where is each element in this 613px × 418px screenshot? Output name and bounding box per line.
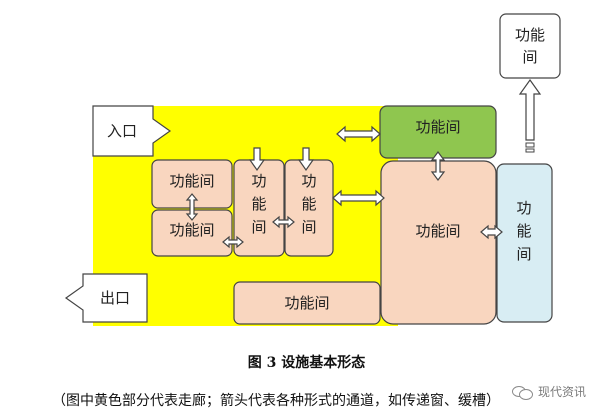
arrow-blue-to-top-dash-2 [525, 148, 535, 153]
arrow-left-upper-to-lower [185, 193, 199, 221]
room-bottom-label: 功能间 [284, 294, 329, 312]
room-vertical-2-label-3: 间 [301, 218, 316, 236]
room-blue-label-2: 能 [516, 222, 531, 240]
room-left-upper-label: 功能间 [169, 172, 214, 190]
room-large [380, 160, 497, 325]
room-vertical-2-label: 功 [301, 172, 316, 190]
room-vertical-1-label-2: 能 [251, 195, 266, 213]
room-blue-label: 功 [516, 199, 531, 217]
room-bottom [233, 281, 381, 325]
room-top-right-label-2: 间 [522, 48, 537, 66]
figure-caption: 图 3 设施基本形态 [247, 355, 366, 371]
room-vertical-1-label-3: 间 [251, 218, 266, 236]
arrow-into-vertical-2 [297, 147, 315, 172]
entrance-label: 入口 [107, 122, 137, 140]
watermark: 现代资讯 [512, 383, 586, 400]
room-large-label: 功能间 [415, 222, 460, 240]
room-green-label: 功能间 [415, 118, 460, 136]
arrow-left-lower-to-vertical-1 [222, 235, 244, 249]
arrow-green-to-large [430, 151, 446, 181]
arrow-corridor-to-green [336, 125, 381, 143]
room-blue-label-3: 间 [516, 245, 531, 263]
watermark-text: 现代资讯 [538, 385, 587, 399]
arrow-corridor-to-large [332, 189, 385, 207]
arrow-vertical-1-to-vertical-2 [272, 215, 295, 229]
arrow-blue-to-top [518, 78, 542, 141]
figure-note: （图中黄色部分代表走廊；箭头代表各种形式的通道，如传递窗、缓槽） [52, 393, 500, 409]
arrow-large-to-blue [480, 224, 503, 240]
room-vertical-1-label: 功 [251, 172, 266, 190]
room-top-right-label: 功能 [515, 26, 545, 44]
room-blue [496, 163, 553, 323]
arrow-blue-to-top-dash-1 [525, 142, 535, 148]
wechat-icon [512, 385, 534, 400]
arrow-into-vertical-1 [248, 147, 266, 172]
room-vertical-2-label-2: 能 [301, 195, 316, 213]
room-left-lower-label: 功能间 [169, 221, 214, 239]
entrance-arrow [92, 105, 172, 157]
room-top-right [499, 13, 561, 79]
exit-label: 出口 [100, 289, 130, 307]
exit-arrow [64, 273, 148, 323]
